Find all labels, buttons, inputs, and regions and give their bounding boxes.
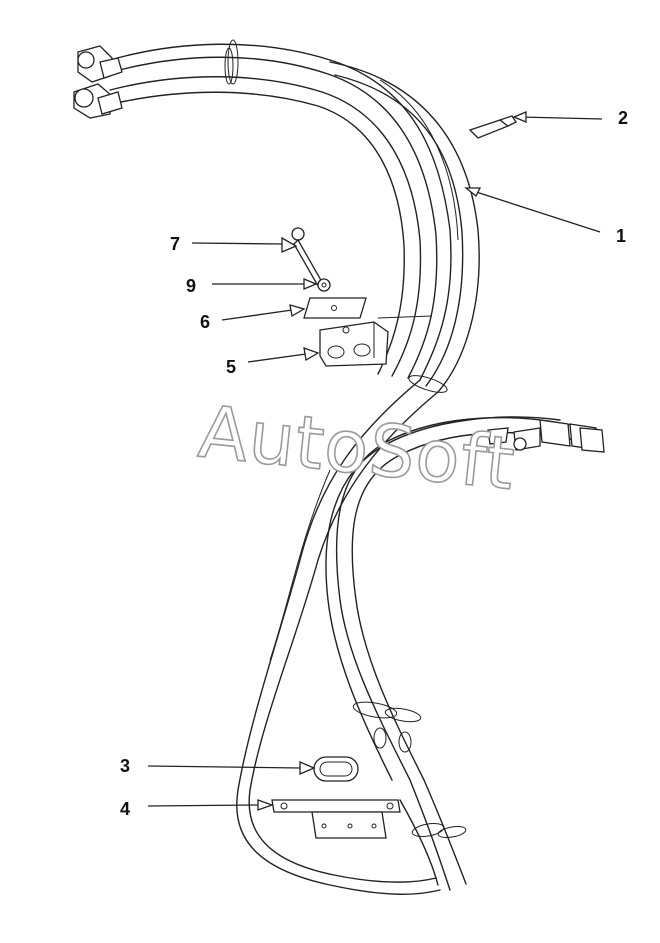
- item-5-leader-to-hose: [377, 315, 433, 319]
- callout-9: 9: [186, 276, 196, 296]
- item-4-bracket: [271, 799, 401, 839]
- item-5-block: [319, 321, 389, 367]
- upper-hose-bundle: [109, 43, 480, 393]
- callout-4: 4: [120, 799, 130, 819]
- lower-hose-clamps: [352, 701, 467, 838]
- leader-lines: [147, 111, 603, 811]
- callout-5: 5: [226, 357, 236, 377]
- upper-hose-clamps: [224, 39, 448, 393]
- hose-fittings-top-left: [73, 45, 123, 119]
- item-6-plate: [303, 297, 367, 319]
- callout-2: 2: [618, 108, 628, 128]
- watermark-text: AutoSoft: [195, 389, 519, 506]
- item-9-washer: [317, 278, 331, 292]
- callout-7: 7: [170, 234, 180, 254]
- callout-1: 1: [616, 226, 626, 246]
- callout-3: 3: [120, 756, 130, 776]
- callout-6: 6: [200, 312, 210, 332]
- hose-fittings-right: [487, 419, 605, 453]
- item-7-bolt: [291, 227, 323, 288]
- item-3-grommet: [313, 756, 359, 782]
- lower-hose-bundle: [236, 379, 596, 895]
- item-2-fitting: [468, 115, 517, 139]
